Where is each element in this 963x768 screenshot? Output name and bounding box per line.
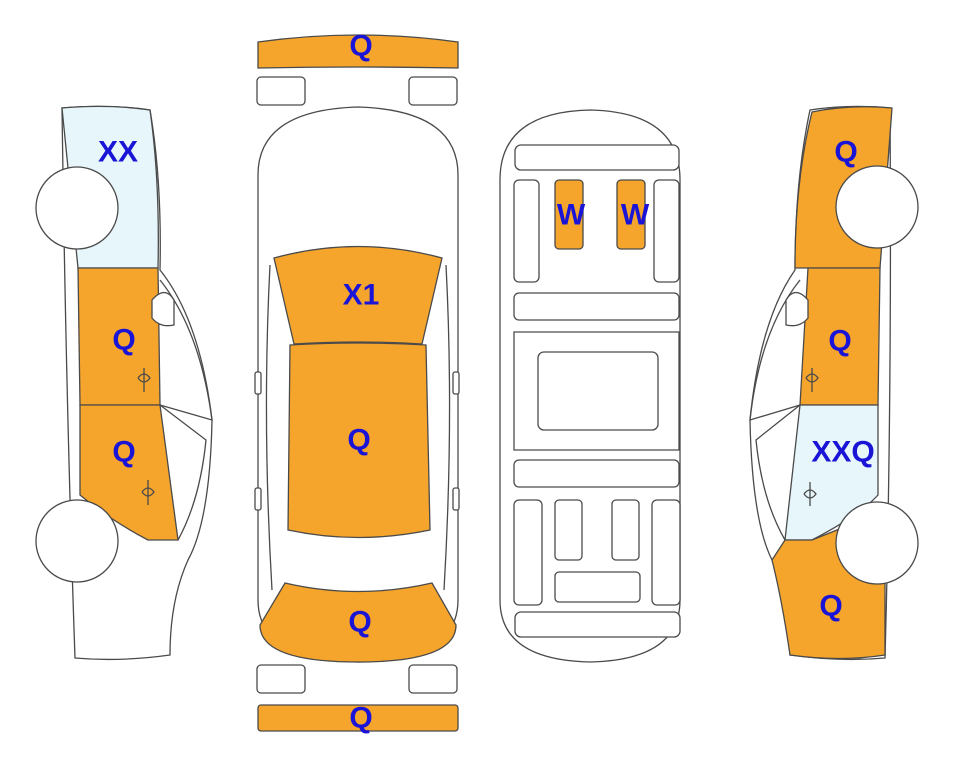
label-seat-right: W xyxy=(621,199,650,232)
underbody-rear-bar xyxy=(514,611,681,638)
label-right-rear-door: XXQ xyxy=(811,436,874,469)
left-rear-handle-icon xyxy=(141,480,155,505)
label-left-front-door: Q xyxy=(112,324,135,357)
underbody-view-car xyxy=(499,109,681,663)
underbody-cross-1 xyxy=(513,292,680,321)
right-mirror xyxy=(452,371,460,395)
right-rear-wheel xyxy=(835,501,919,585)
label-seat-left: W xyxy=(557,199,586,232)
label-roof: Q xyxy=(347,424,370,457)
right-mirror-shape xyxy=(785,291,809,327)
roof-panel[interactable] xyxy=(287,342,431,539)
right-rear-window-line xyxy=(755,404,801,541)
top-left-contour xyxy=(265,264,273,591)
right-window-line xyxy=(749,279,801,421)
trunk-panel[interactable] xyxy=(259,582,457,663)
underbody-cross-2 xyxy=(513,459,680,488)
left-side-view-car xyxy=(35,105,213,661)
underbody-tank xyxy=(537,351,659,431)
underbody-right-rail-front xyxy=(653,179,680,283)
right-side-view-car xyxy=(749,105,919,661)
underbody-rear-left-rail xyxy=(513,499,543,606)
rear-left-light xyxy=(256,664,306,694)
front-right-light xyxy=(408,76,458,106)
seat-left-panel[interactable] xyxy=(554,179,584,250)
left-rear-mirror xyxy=(254,487,262,511)
underbody-rear-slot-right xyxy=(611,499,640,561)
label-front-bumper: Q xyxy=(349,30,372,63)
right-rear-handle-icon xyxy=(803,482,817,506)
label-left-rear-door: Q xyxy=(112,436,135,469)
top-view-car xyxy=(254,34,460,732)
label-right-rear-quarter: Q xyxy=(819,590,842,623)
underbody-rear-right-rail xyxy=(651,499,681,606)
left-rear-door-panel[interactable] xyxy=(79,404,179,541)
label-hood: X1 xyxy=(343,279,380,312)
damage-labels: Q X1 Q Q Q W W XX Q Q Q Q XXQ Q xyxy=(98,30,875,735)
front-bumper-panel[interactable] xyxy=(257,34,459,69)
underbody-rear-box xyxy=(554,571,641,603)
underbody-rear-slot-left xyxy=(554,499,583,561)
right-front-wheel xyxy=(835,165,919,249)
label-left-front-fender: XX xyxy=(98,136,138,169)
top-right-contour xyxy=(443,264,451,591)
underbody-center-frame xyxy=(513,331,680,451)
left-window-line xyxy=(159,279,213,421)
label-rear-bumper: Q xyxy=(349,702,372,735)
underbody-front-bar xyxy=(514,144,680,171)
front-left-light xyxy=(256,76,306,106)
label-trunk: Q xyxy=(348,606,371,639)
left-front-handle-icon xyxy=(137,368,151,392)
label-right-front-fender: Q xyxy=(834,136,857,169)
hood-panel[interactable] xyxy=(273,245,443,345)
underbody-left-rail-front xyxy=(513,179,540,283)
right-rear-mirror xyxy=(452,487,460,511)
left-rear-wheel xyxy=(35,499,119,583)
rear-bumper-panel[interactable] xyxy=(257,704,459,732)
left-mirror-shape xyxy=(151,291,175,327)
left-front-wheel xyxy=(35,166,119,250)
label-right-front-door: Q xyxy=(828,325,851,358)
left-rear-window-line xyxy=(159,404,207,541)
seat-right-panel[interactable] xyxy=(616,179,646,250)
left-mirror xyxy=(254,371,262,395)
rear-right-light xyxy=(408,664,458,694)
right-front-handle-icon xyxy=(805,368,819,392)
